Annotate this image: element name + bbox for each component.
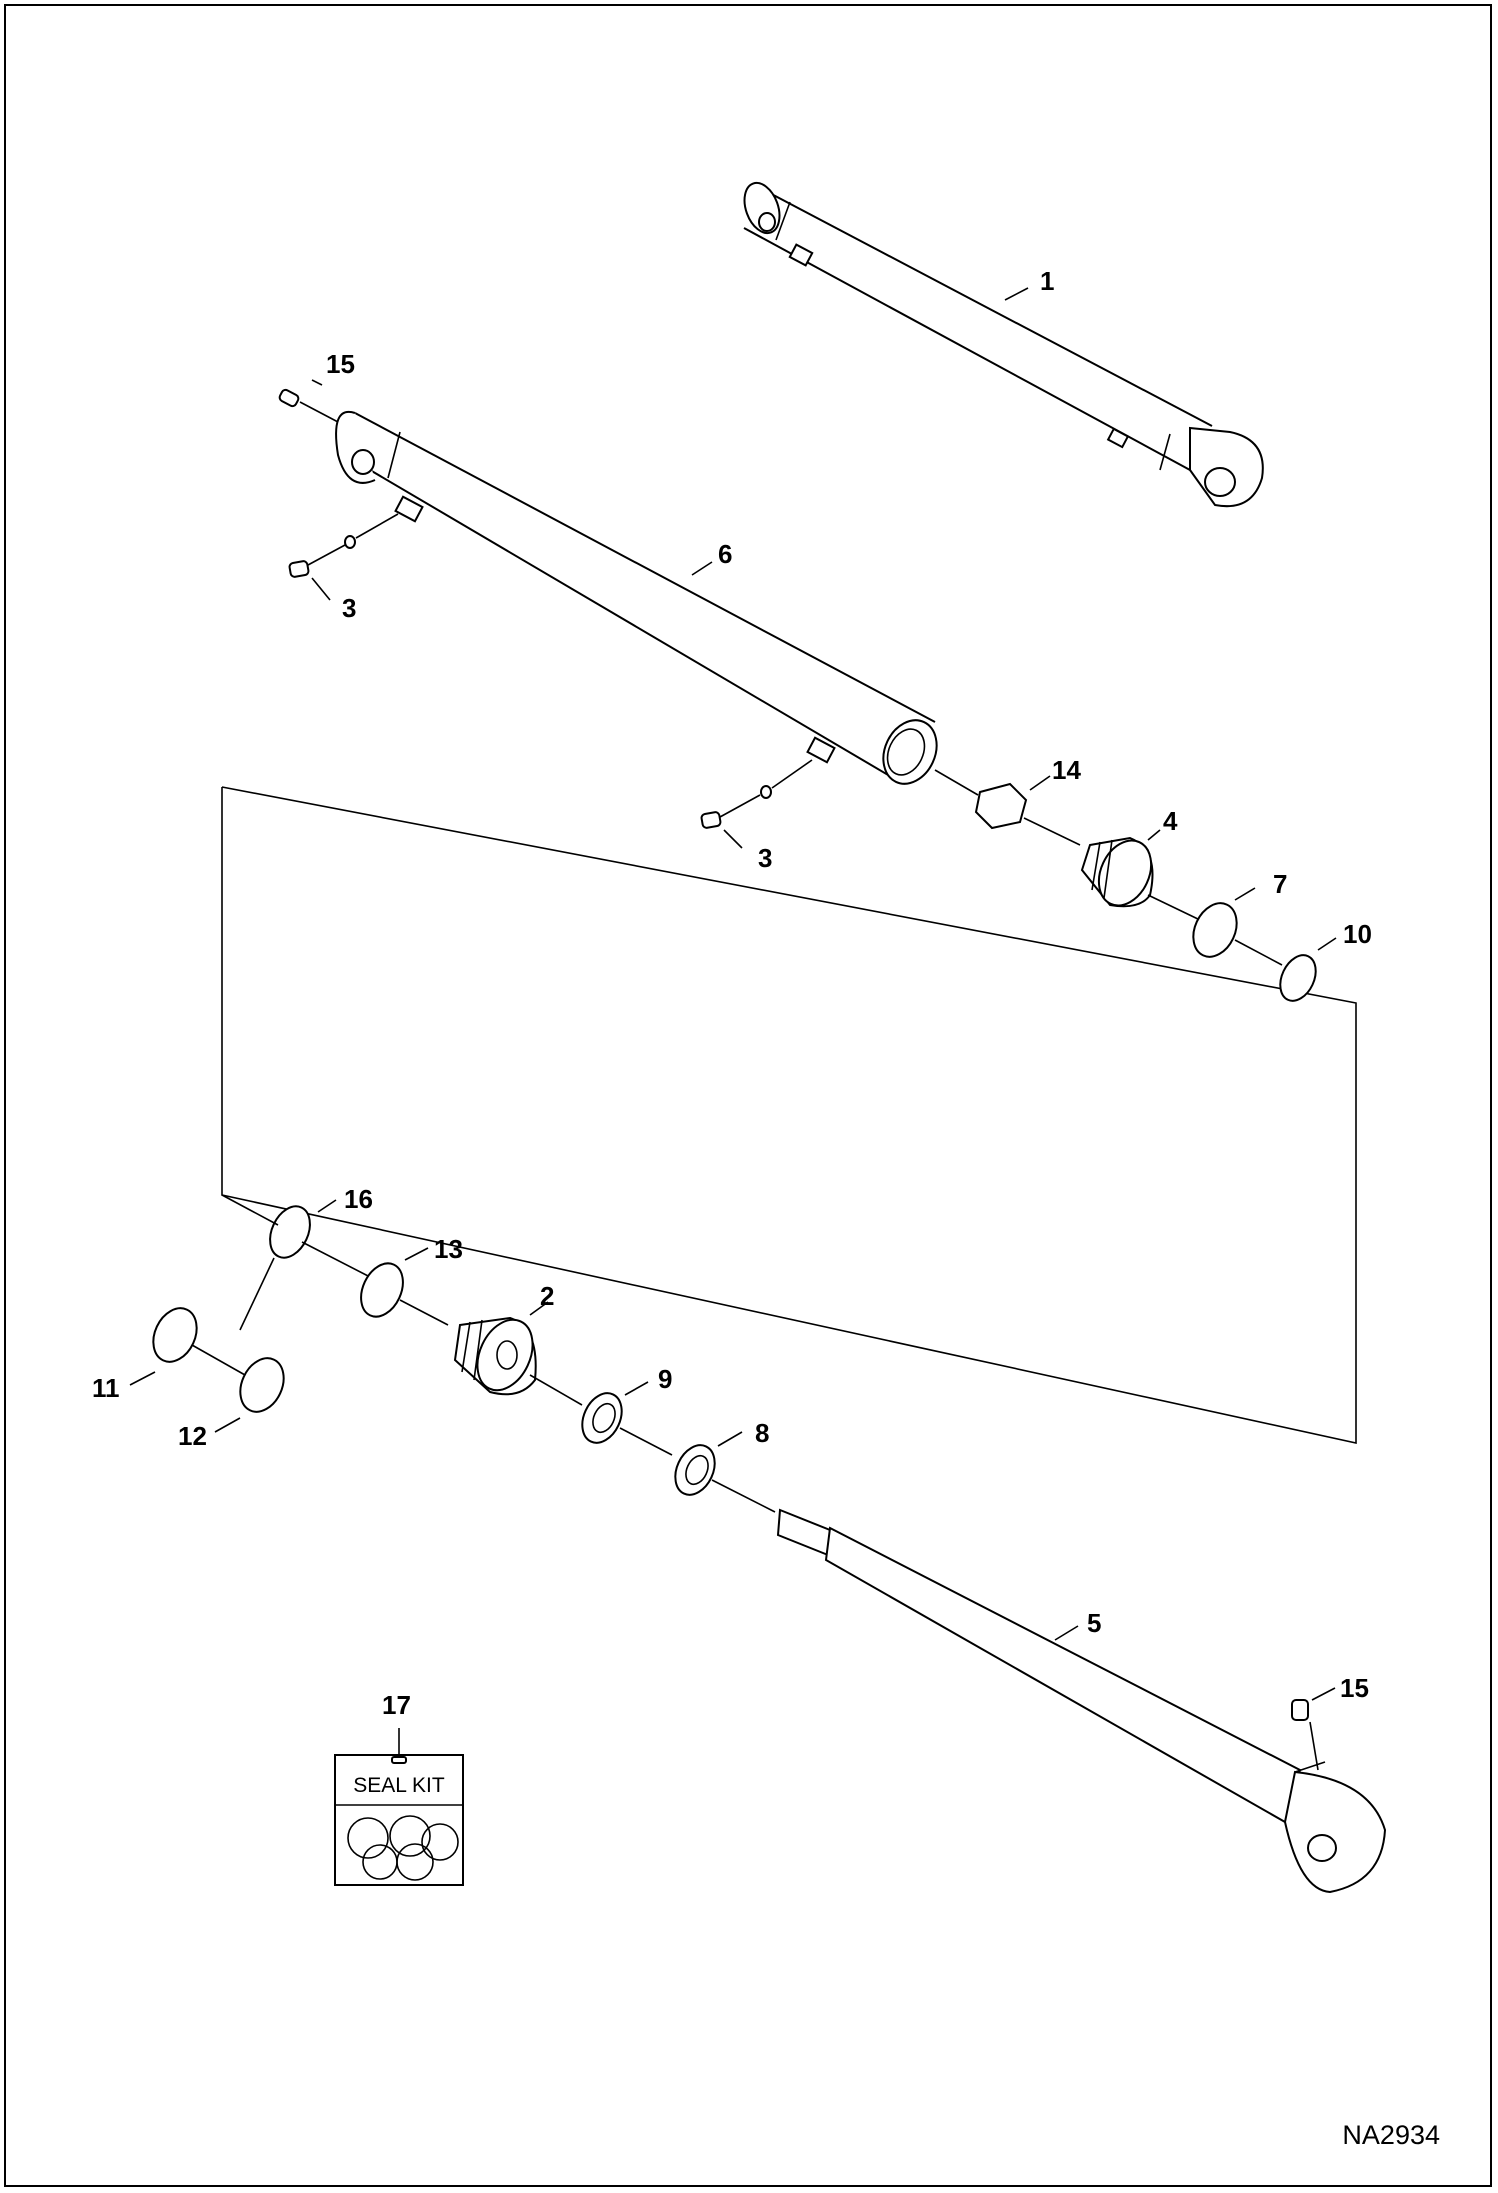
cylinder-barrel bbox=[335, 410, 938, 785]
piston bbox=[1080, 836, 1201, 921]
plug-lower bbox=[700, 759, 813, 829]
assembly-group-outline bbox=[221, 786, 1357, 1444]
callout-4: 4 bbox=[1163, 806, 1178, 836]
drawing-code: NA2934 bbox=[1342, 2120, 1440, 2150]
cylinder-assembly bbox=[743, 181, 1264, 508]
grease-fitting-bottom bbox=[1291, 1699, 1319, 1771]
callout-8: 8 bbox=[755, 1418, 769, 1448]
backup-ring-12 bbox=[239, 1357, 285, 1413]
o-ring-10 bbox=[1279, 954, 1317, 1002]
callout-17: 17 bbox=[382, 1690, 411, 1720]
rod-gland bbox=[453, 1316, 583, 1406]
plug-upper bbox=[288, 513, 399, 578]
callout-3-upper: 3 bbox=[342, 593, 356, 623]
callout-15-bottom: 15 bbox=[1340, 1673, 1369, 1703]
callout-10: 10 bbox=[1343, 919, 1372, 949]
seal-ring-7 bbox=[1192, 902, 1238, 958]
callout-12: 12 bbox=[178, 1421, 207, 1451]
callout-7: 7 bbox=[1273, 869, 1287, 899]
grease-fitting-top bbox=[278, 388, 339, 423]
callout-15-top: 15 bbox=[326, 349, 355, 379]
callout-6: 6 bbox=[718, 539, 732, 569]
o-ring-11 bbox=[152, 1307, 198, 1363]
seal-kit-label: SEAL KIT bbox=[353, 1774, 445, 1797]
callout-9: 9 bbox=[658, 1364, 672, 1394]
callout-2: 2 bbox=[540, 1281, 554, 1311]
wiper-seal-9 bbox=[581, 1392, 623, 1444]
callout-1: 1 bbox=[1040, 266, 1054, 296]
callout-11: 11 bbox=[92, 1373, 120, 1403]
rod-seal-8 bbox=[674, 1444, 716, 1496]
drawing-frame bbox=[4, 4, 1492, 2187]
backup-ring-16 bbox=[269, 1205, 311, 1259]
callout-13: 13 bbox=[434, 1234, 463, 1264]
callout-5: 5 bbox=[1087, 1608, 1101, 1638]
callout-14: 14 bbox=[1052, 755, 1081, 785]
seal-kit-package: SEAL KIT bbox=[334, 1728, 464, 1886]
lock-nut bbox=[934, 769, 1081, 846]
piston-rod bbox=[776, 1508, 1387, 1894]
o-ring-13 bbox=[360, 1262, 404, 1318]
callout-16: 16 bbox=[344, 1184, 373, 1214]
callout-3-lower: 3 bbox=[758, 843, 772, 873]
